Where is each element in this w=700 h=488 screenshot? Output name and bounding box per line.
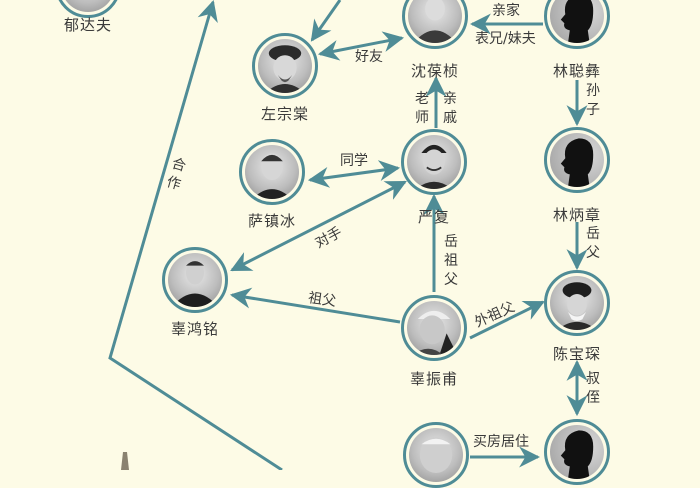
node-name: 陈宝琛 — [552, 345, 602, 363]
edge-label: 叔侄 — [586, 371, 600, 406]
edge-label: 亲家 — [492, 3, 520, 19]
node-name: 辜振甫 — [409, 370, 459, 388]
edge-label: 同学 — [340, 153, 368, 169]
portrait-silhouette — [550, 425, 604, 479]
node-linciongyi — [544, 0, 610, 49]
edge-layer — [108, 0, 588, 470]
edge-label: 买房居住 — [473, 434, 529, 450]
node-guzhenfu — [401, 295, 467, 361]
node-bottom-left — [403, 422, 469, 488]
edge-offscreen-to-zuo — [310, 0, 342, 42]
portrait-photo — [550, 276, 604, 330]
node-bottom-right — [544, 419, 610, 485]
portrait-silhouette — [550, 133, 604, 187]
node-name: 严复 — [417, 208, 451, 226]
node-guhongming — [162, 247, 228, 313]
node-linbingzhang — [544, 127, 610, 193]
node-name: 郁达夫 — [63, 16, 113, 34]
edge-label: 亲戚 — [443, 91, 457, 126]
portrait-photo — [407, 301, 461, 355]
edge-label: 岳祖父 — [444, 234, 458, 288]
spire-graphic — [121, 452, 129, 470]
edge-friends — [317, 31, 405, 61]
node-name: 林聪彝 — [552, 62, 602, 80]
node-name: 萨镇冰 — [247, 212, 297, 230]
portrait-silhouette — [550, 0, 604, 43]
edge-rivals — [230, 180, 407, 272]
node-name: 辜鸿铭 — [170, 320, 220, 338]
edge-label: 表兄/妹夫 — [475, 31, 536, 47]
node-name: 沈葆桢 — [410, 62, 460, 80]
edge-label: 好友 — [355, 49, 383, 65]
node-yanfu — [401, 129, 467, 195]
node-name: 林炳章 — [552, 206, 602, 224]
edge-cooperation — [108, 0, 283, 470]
relationship-diagram: 郁达夫 左宗棠 沈葆桢 林聪彝 萨镇冰 严复 林炳章 — [55, 0, 610, 488]
edge-label: 老师 — [415, 91, 429, 126]
edge-label: 岳父 — [586, 226, 600, 261]
node-shenbaozhen — [402, 0, 468, 49]
portrait-photo — [168, 253, 222, 307]
edge-classmates — [307, 160, 401, 188]
node-chenbaochen — [544, 270, 610, 336]
portrait-photo — [409, 428, 463, 482]
edge-maternal-grandfather — [469, 300, 545, 340]
edge-label: 孙子 — [586, 83, 600, 118]
portrait-photo — [258, 39, 312, 93]
edge-grandfather — [229, 287, 401, 324]
node-zuozongtang — [252, 33, 318, 99]
node-name: 左宗棠 — [260, 105, 310, 123]
node-sazhenbing — [239, 139, 305, 205]
portrait-photo — [61, 0, 115, 12]
portrait-photo — [245, 145, 299, 199]
portrait-photo — [407, 135, 461, 189]
portrait-photo — [408, 0, 462, 43]
